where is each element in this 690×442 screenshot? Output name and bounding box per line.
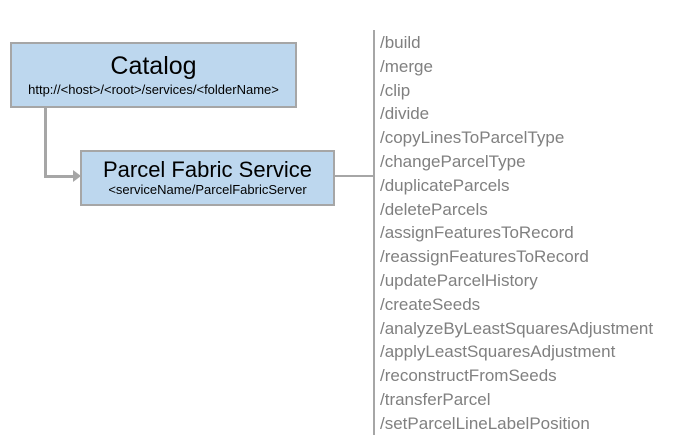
list-item: /assignFeaturesToRecord bbox=[380, 223, 574, 243]
arrowhead-icon bbox=[73, 170, 81, 182]
list-item: /deleteParcels bbox=[380, 199, 488, 219]
list-item: /reconstructFromSeeds bbox=[380, 366, 557, 386]
list-item: /changeParcelType bbox=[380, 151, 526, 171]
list-item: /duplicateParcels bbox=[380, 175, 510, 195]
connector-service-to-operations bbox=[335, 175, 375, 177]
list-item: /copyLinesToParcelType bbox=[380, 128, 565, 148]
list-item: /transferParcel bbox=[380, 389, 491, 409]
list-item: /reassignFeaturesToRecord bbox=[380, 247, 589, 267]
list-item: /applyLeastSquaresAdjustment bbox=[380, 342, 616, 362]
list-item: /divide bbox=[380, 104, 430, 124]
node-parcel-fabric-service: Parcel Fabric Service <serviceName/Parce… bbox=[80, 150, 335, 206]
list-item: /merge bbox=[380, 56, 433, 76]
operations-spine-divider bbox=[373, 30, 375, 435]
operations-list: /build /merge /clip /divide /copyLinesTo… bbox=[380, 31, 680, 436]
node-catalog: Catalog http://<host>/<root>/services/<f… bbox=[10, 42, 297, 108]
list-item: /setParcelLineLabelPosition bbox=[380, 413, 590, 433]
list-item: /build bbox=[380, 33, 421, 52]
node-parcel-fabric-service-title: Parcel Fabric Service bbox=[102, 157, 313, 183]
node-parcel-fabric-service-subtitle: <serviceName/ParcelFabricServer bbox=[108, 182, 307, 198]
list-item: /clip bbox=[380, 80, 411, 100]
list-item: /analyzeByLeastSquaresAdjustment bbox=[380, 318, 654, 338]
node-catalog-title: Catalog bbox=[110, 51, 197, 80]
list-item: /createSeeds bbox=[380, 294, 481, 314]
connector-catalog-horizontal bbox=[44, 175, 74, 178]
node-catalog-subtitle: http://<host>/<root>/services/<folderNam… bbox=[28, 81, 279, 97]
list-item: /updateParcelHistory bbox=[380, 270, 538, 290]
connector-catalog-vertical bbox=[44, 108, 47, 178]
